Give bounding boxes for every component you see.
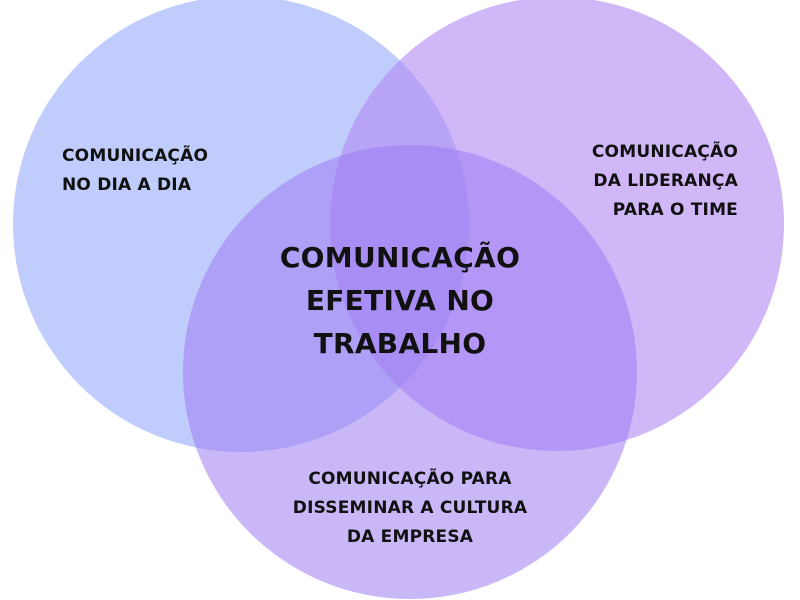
label-comunicacao-cultura: COMUNICAÇÃO PARA DISSEMINAR A CULTURA DA… bbox=[293, 465, 527, 552]
label-left-line-2: NO DIA A DIA bbox=[62, 175, 192, 195]
label-center-title: COMUNICAÇÃO EFETIVA NO TRABALHO bbox=[280, 236, 520, 365]
label-right-line-2: DA LIDERANÇA bbox=[593, 171, 738, 191]
label-left-line-1: COMUNICAÇÃO bbox=[62, 146, 209, 166]
label-bottom-line-1: COMUNICAÇÃO PARA bbox=[308, 469, 512, 489]
label-comunicacao-da-lideranca: COMUNICAÇÃO DA LIDERANÇA PARA O TIME bbox=[592, 138, 738, 225]
circle-bottom bbox=[183, 145, 637, 599]
label-bottom-line-3: DA EMPRESA bbox=[346, 527, 474, 547]
center-title-line-2: EFETIVA NO bbox=[305, 284, 495, 317]
center-title-line-1: COMUNICAÇÃO bbox=[279, 241, 521, 274]
label-comunicacao-no-dia-a-dia: COMUNICAÇÃO NO DIA A DIA bbox=[62, 142, 208, 200]
label-bottom-line-2: DISSEMINAR A CULTURA bbox=[292, 498, 528, 518]
label-right-line-3: PARA O TIME bbox=[612, 200, 738, 220]
label-right-line-1: COMUNICAÇÃO bbox=[591, 142, 738, 162]
center-title-line-3: TRABALHO bbox=[313, 327, 487, 360]
